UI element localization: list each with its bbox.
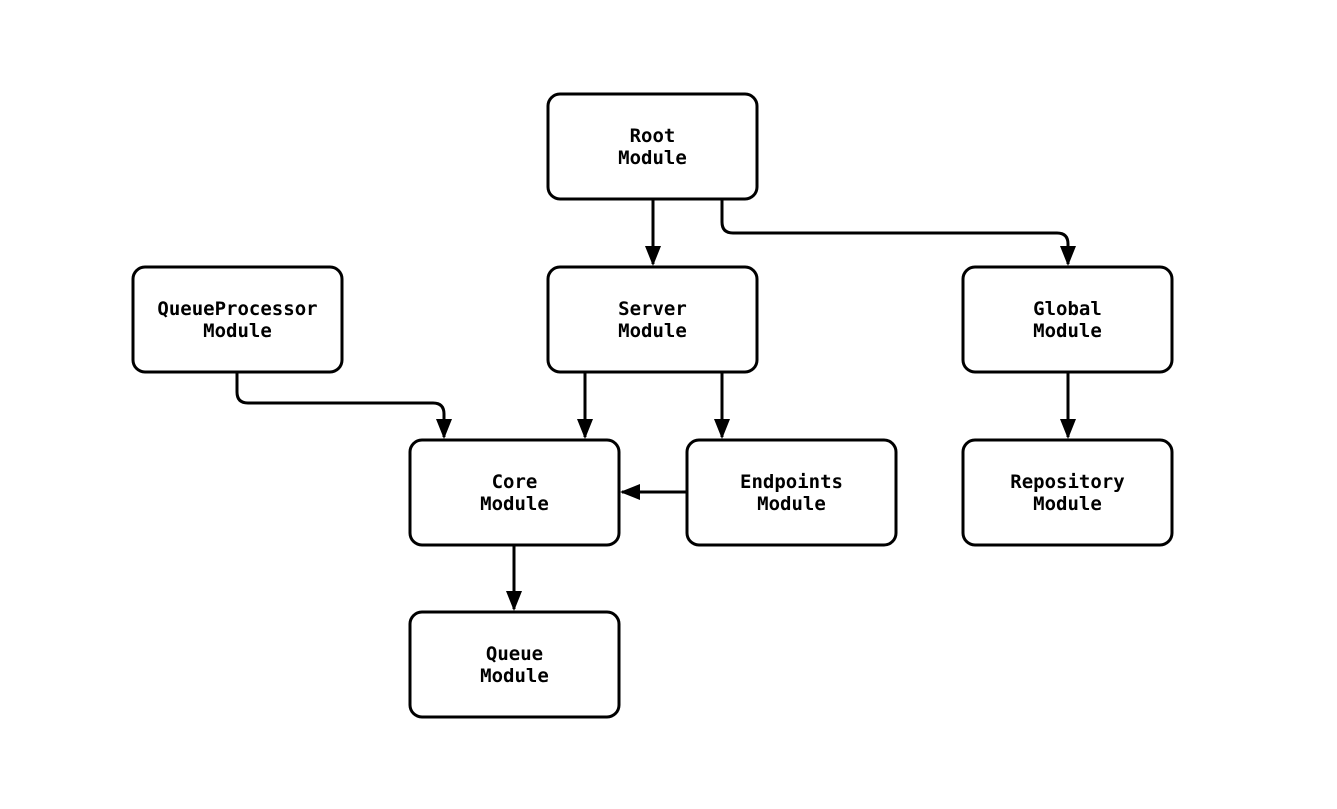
node-queueprocessor-box xyxy=(131,265,344,374)
node-endpoints-label-line1: Endpoints xyxy=(740,471,843,493)
node-root-label-line2: Module xyxy=(618,147,687,169)
nodes-layer: RootModuleQueueProcessorModuleServerModu… xyxy=(131,92,1174,719)
edge-root-to-global xyxy=(720,199,1076,266)
node-server-box xyxy=(546,265,759,374)
node-queue-box xyxy=(408,610,621,719)
node-core-label-line1: Core xyxy=(492,471,538,493)
node-core-box xyxy=(408,438,621,547)
edge-queueprocessor-to-core xyxy=(235,372,452,439)
node-global-box xyxy=(961,265,1174,374)
node-endpoints-box xyxy=(685,438,898,547)
node-repository-label-line2: Module xyxy=(1033,493,1102,515)
node-repository-box xyxy=(961,438,1174,547)
node-server-label-line2: Module xyxy=(618,320,687,342)
node-endpoints-label-line2: Module xyxy=(757,493,826,515)
node-root-box xyxy=(546,92,759,201)
node-server-label-line1: Server xyxy=(618,298,687,320)
node-core-label-line2: Module xyxy=(480,493,549,515)
node-root-label-line1: Root xyxy=(630,125,676,147)
node-queue-label-line1: Queue xyxy=(486,643,543,665)
edges-layer xyxy=(235,199,1076,611)
node-repository-label-line1: Repository xyxy=(1010,471,1124,493)
node-queue-label-line2: Module xyxy=(480,665,549,687)
node-queueprocessor-label-line1: QueueProcessor xyxy=(157,298,317,320)
node-global-label-line2: Module xyxy=(1033,320,1102,342)
node-queueprocessor-label-line2: Module xyxy=(203,320,272,342)
node-global-label-line1: Global xyxy=(1033,298,1102,320)
